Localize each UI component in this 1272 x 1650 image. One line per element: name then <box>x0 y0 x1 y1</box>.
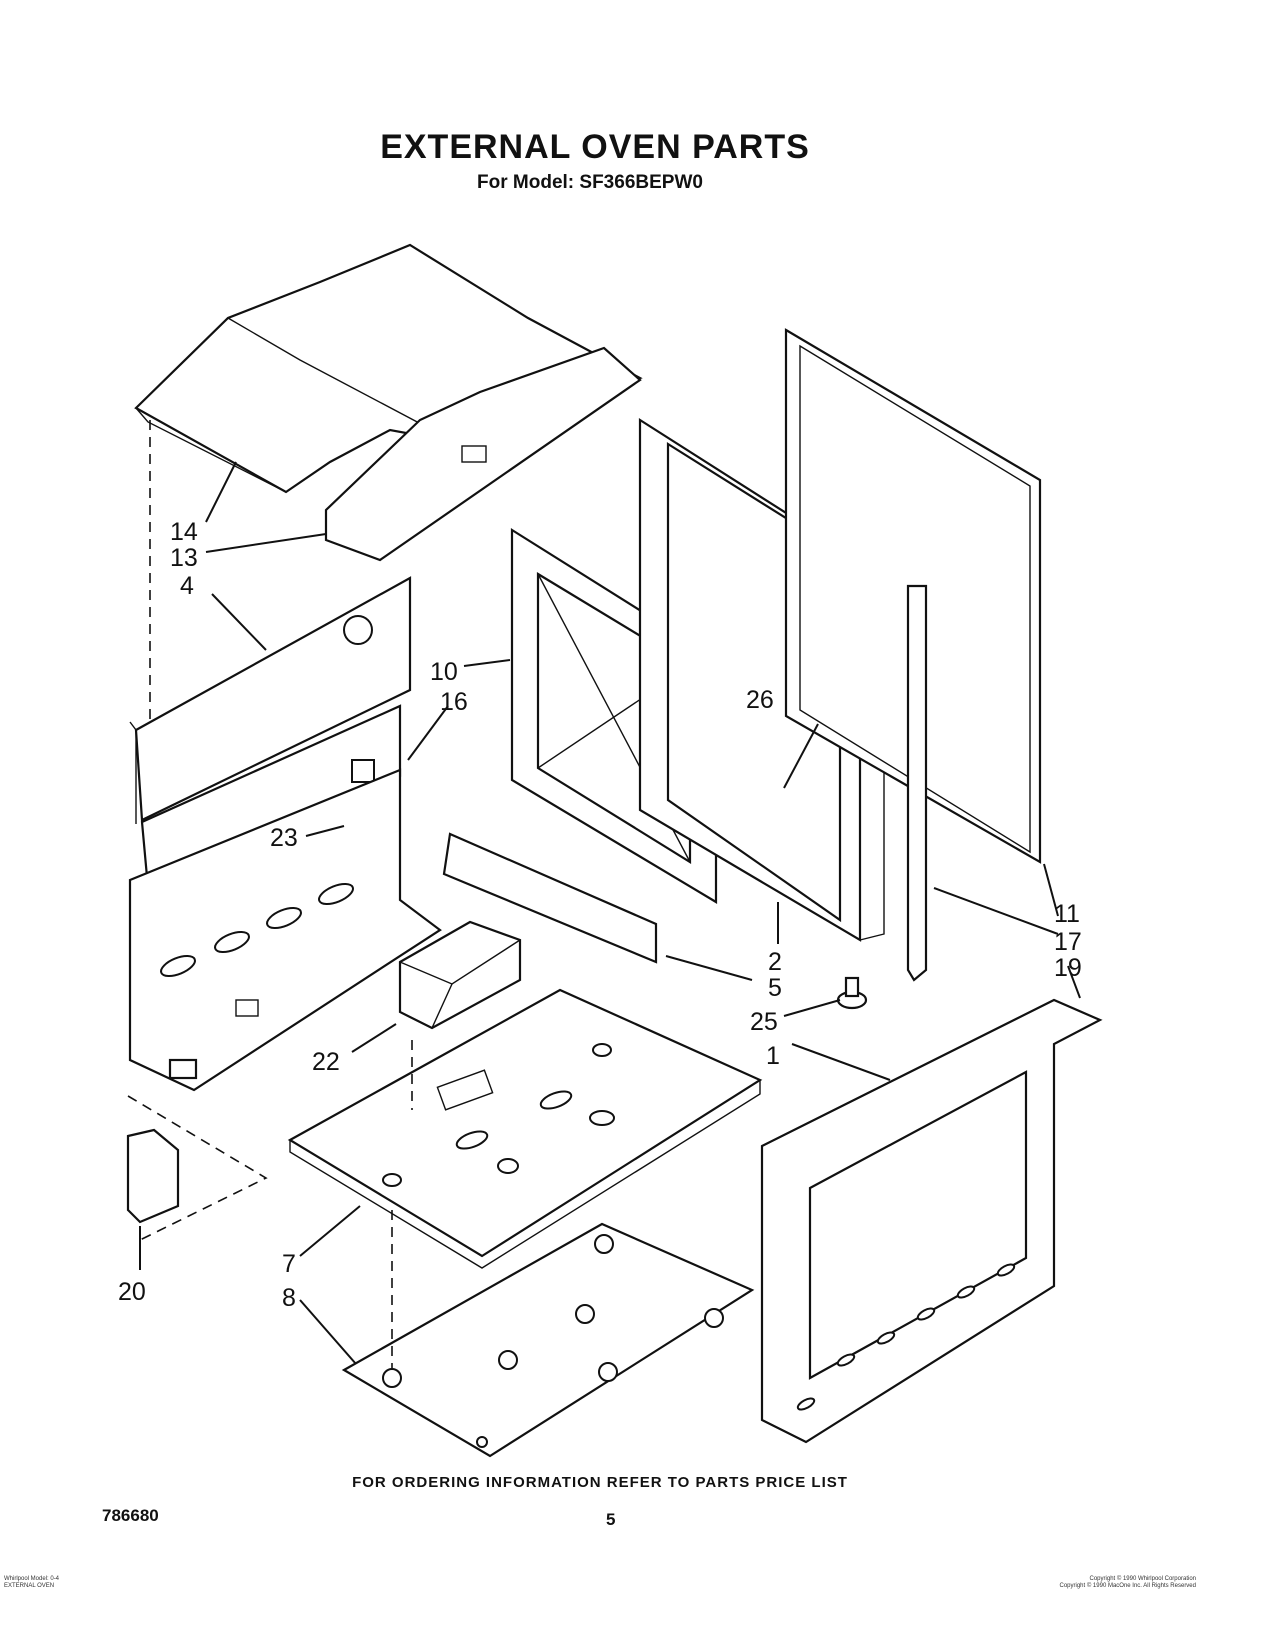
fine-print-right-line1: Copyright © 1990 Whirlpool Corporation <box>1089 1576 1196 1582</box>
callout-23: 23 <box>270 824 298 852</box>
callout-26: 26 <box>746 686 774 714</box>
callout-labels: 14 13 4 10 16 23 26 2 5 25 1 11 17 19 22… <box>118 518 1082 1312</box>
bracket-part-20 <box>126 1095 268 1241</box>
callout-1: 1 <box>766 1042 780 1070</box>
callout-19: 19 <box>1054 954 1082 982</box>
bottom-plate-part-8 <box>341 1210 755 1458</box>
callout-14: 14 <box>170 518 198 546</box>
callout-20: 20 <box>118 1278 146 1306</box>
back-panel-part-4 <box>129 576 412 824</box>
fine-print-left: Whirlpool Model: 0-4 EXTERNAL OVEN <box>4 1576 59 1590</box>
leveling-leg-part-25 <box>836 976 868 1010</box>
fine-print-right-line2: Copyright © 1990 MacOne Inc. All Rights … <box>1059 1583 1197 1589</box>
callout-10: 10 <box>430 658 458 686</box>
lower-chassis <box>128 768 442 1092</box>
model-subtitle: For Model: SF366BEPW0 <box>477 172 703 193</box>
callout-4: 4 <box>180 572 194 600</box>
callout-2: 2 <box>768 948 782 976</box>
callout-8: 8 <box>282 1284 296 1312</box>
callout-17: 17 <box>1054 928 1082 956</box>
fine-print-right: Copyright © 1990 Whirlpool Corporation C… <box>1000 1576 1197 1590</box>
callout-5: 5 <box>768 974 782 1002</box>
page-title: EXTERNAL OVEN PARTS <box>380 128 810 166</box>
ordering-info-footer: FOR ORDERING INFORMATION REFER TO PARTS … <box>352 1474 848 1491</box>
callout-16: 16 <box>440 688 468 716</box>
callout-7: 7 <box>282 1250 296 1278</box>
part-code: 786680 <box>102 1506 159 1525</box>
top-rear-rail-part-13 <box>324 346 642 562</box>
fine-print-left-line1: Whirlpool Model: 0-4 <box>4 1576 60 1582</box>
callout-13: 13 <box>170 544 198 572</box>
callout-25: 25 <box>750 1008 778 1036</box>
leader-lines <box>139 461 1081 1365</box>
gasket-strip-part-17 <box>906 584 928 982</box>
callout-11: 11 <box>1054 900 1080 928</box>
cover-box-part-22 <box>398 920 522 1030</box>
side-rail-part-5 <box>442 832 658 964</box>
callout-22: 22 <box>312 1048 340 1076</box>
fine-print-left-line2: EXTERNAL OVEN <box>4 1583 55 1589</box>
page-number: 5 <box>606 1510 616 1529</box>
oven-bottom-part-7 <box>287 988 763 1269</box>
front-frame-part-1 <box>760 998 1103 1444</box>
